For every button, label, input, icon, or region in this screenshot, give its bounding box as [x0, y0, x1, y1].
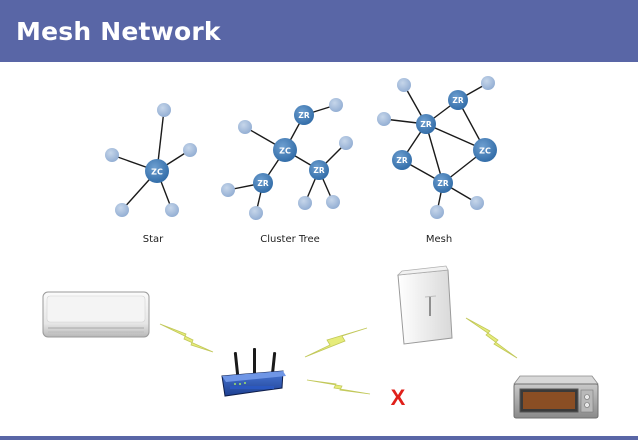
- wireless-links: [159, 317, 518, 395]
- router-label: ZR: [452, 96, 463, 105]
- end-device-node: [238, 120, 252, 134]
- router-node: [448, 90, 468, 110]
- cluster-tree-topology: ZR ZR ZR ZC: [221, 98, 353, 220]
- end-device-node: [157, 103, 171, 117]
- coordinator-node: [145, 159, 169, 183]
- router-label: ZR: [257, 179, 268, 188]
- end-device-node: [339, 136, 353, 150]
- router-label: ZR: [396, 156, 407, 165]
- end-device-node: [397, 78, 411, 92]
- end-device-node: [298, 196, 312, 210]
- star-topology: ZC: [105, 103, 197, 217]
- coordinator-label: ZC: [279, 147, 291, 156]
- coordinator-node: [473, 138, 497, 162]
- end-device-node: [249, 206, 263, 220]
- router-node: [294, 105, 314, 125]
- lightning-bolt-fridge-oven: [465, 317, 518, 359]
- air-conditioner-icon: [42, 291, 150, 338]
- router-node: [433, 173, 453, 193]
- refrigerator-icon: [396, 265, 453, 345]
- router-node: [416, 114, 436, 134]
- mesh-topology: ZR ZR ZR ZR ZC: [377, 76, 497, 219]
- end-device-node: [115, 203, 129, 217]
- bottom-rule: [0, 436, 638, 440]
- mesh-caption: Mesh: [425, 234, 453, 245]
- wireless-router-icon: [221, 348, 286, 397]
- end-device-node: [105, 148, 119, 162]
- router-label: ZR: [420, 120, 431, 129]
- router-label: ZR: [298, 111, 309, 120]
- cluster-tree-caption: Cluster Tree: [260, 234, 320, 245]
- end-device-node: [183, 143, 197, 157]
- end-device-node: [430, 205, 444, 219]
- coordinator-node: [273, 138, 297, 162]
- lightning-bolt-fridge-router: [304, 327, 368, 358]
- lightning-bolt-ac-router: [159, 323, 214, 353]
- router-label: ZR: [313, 166, 324, 175]
- page-title: Mesh Network: [16, 17, 221, 46]
- header-bar: Mesh Network: [0, 0, 638, 62]
- end-device-node: [221, 183, 235, 197]
- failed-link-mark: X: [391, 385, 406, 410]
- end-device-node: [329, 98, 343, 112]
- coordinator-label: ZC: [479, 147, 491, 156]
- lightning-bolt-router-failed: [306, 379, 371, 395]
- star-caption: Star: [142, 234, 164, 245]
- router-node: [253, 173, 273, 193]
- router-label: ZR: [437, 179, 448, 188]
- end-device-node: [377, 112, 391, 126]
- end-device-node: [165, 203, 179, 217]
- end-device-node: [326, 195, 340, 209]
- end-device-node: [481, 76, 495, 90]
- end-device-node: [470, 196, 484, 210]
- router-node: [309, 160, 329, 180]
- mesh-edge: [425, 123, 444, 184]
- router-node: [392, 150, 412, 170]
- coordinator-label: ZC: [151, 168, 163, 177]
- oven-icon: [513, 375, 599, 419]
